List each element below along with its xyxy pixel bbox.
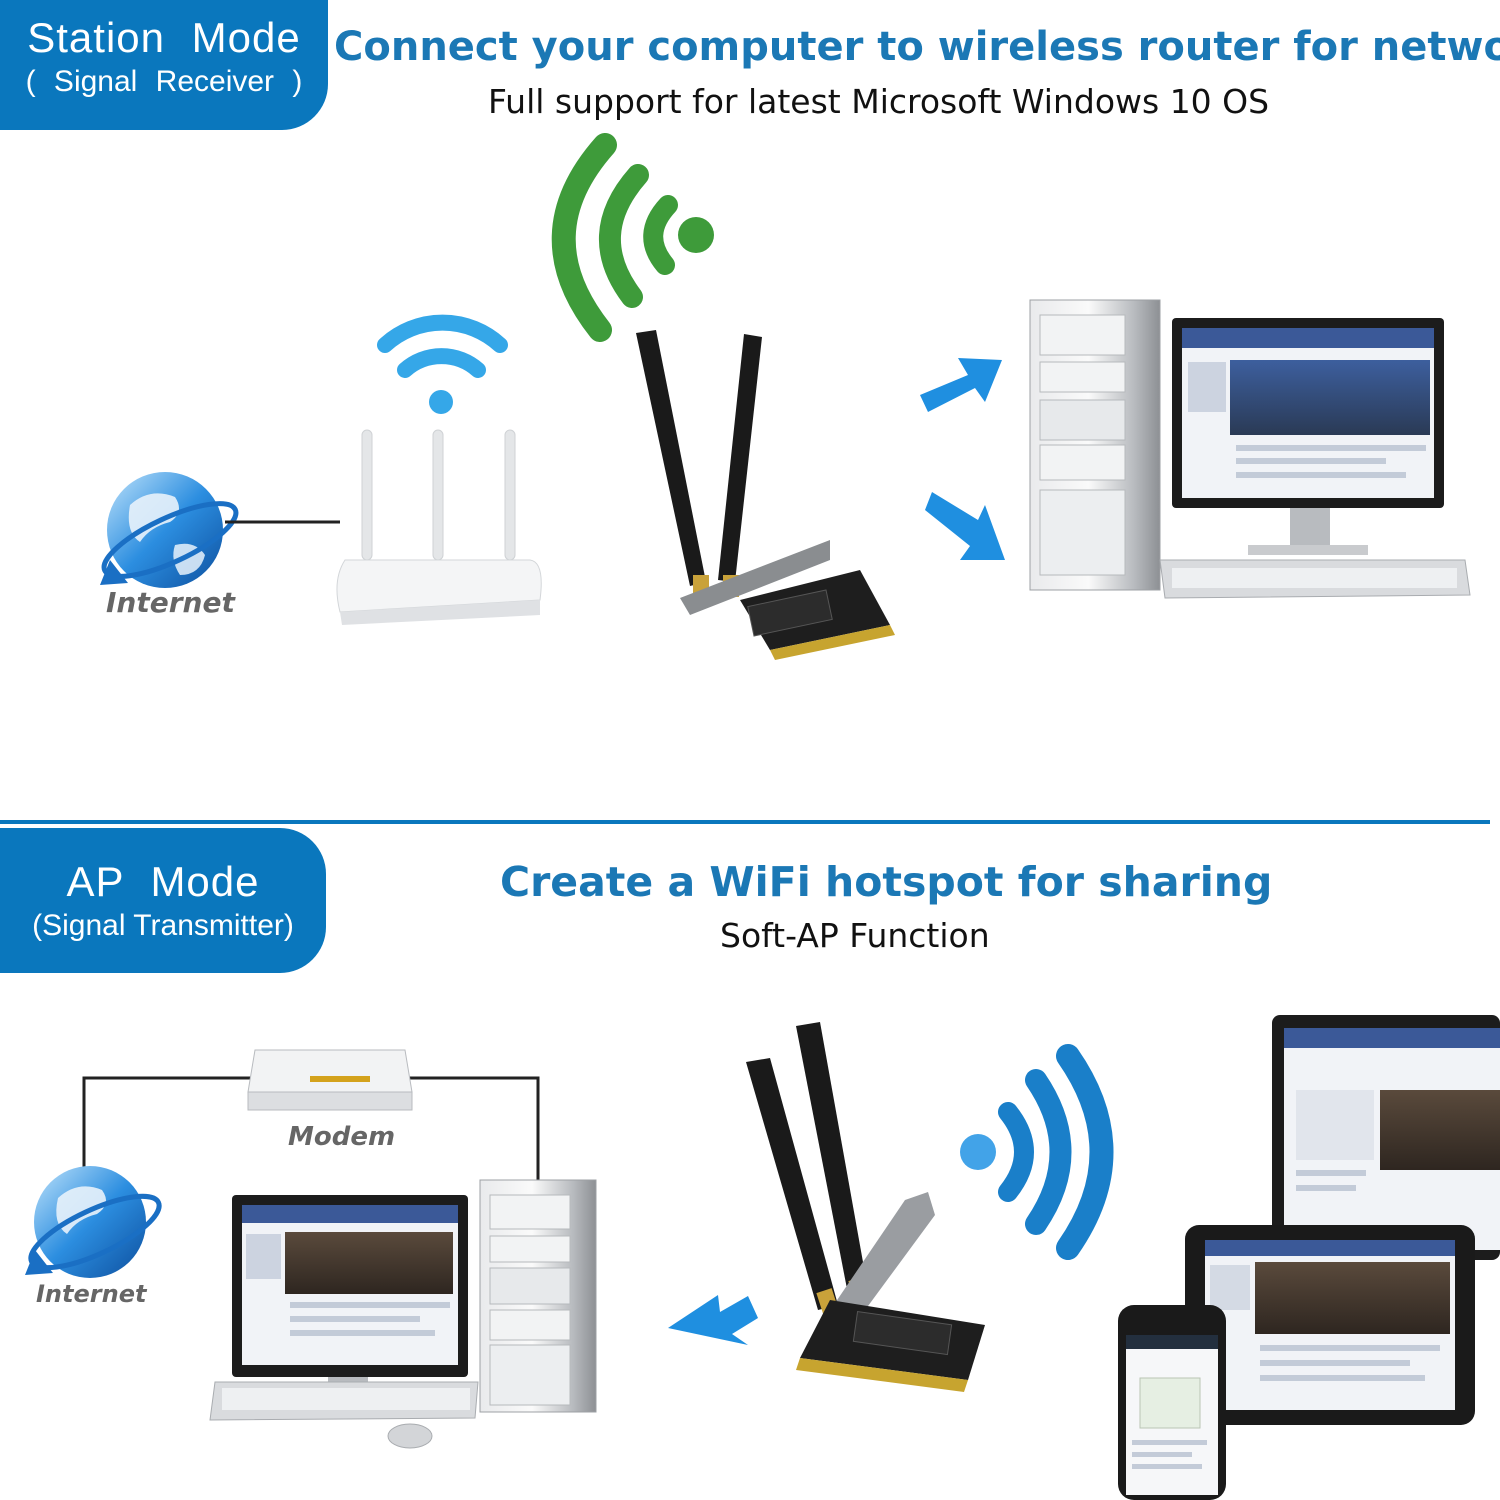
section-divider bbox=[0, 820, 1490, 824]
ap-mode-badge: AP Mode (Signal Transmitter) bbox=[0, 828, 326, 973]
modem bbox=[247, 1049, 413, 1111]
smartphone bbox=[1118, 1305, 1226, 1500]
station-mode-subtitle: ( Signal Receiver ) bbox=[25, 65, 303, 98]
globe-icon bbox=[100, 472, 239, 588]
arrow-icon bbox=[920, 358, 1002, 412]
internet-label: Internet bbox=[36, 1280, 147, 1308]
wifi-signal-icon bbox=[377, 314, 508, 414]
desktop-computer bbox=[1029, 299, 1471, 599]
station-headline: Connect your computer to wireless router… bbox=[334, 24, 1500, 70]
station-subline: Full support for latest Microsoft Window… bbox=[488, 82, 1270, 121]
ap-mode-subtitle: (Signal Transmitter) bbox=[32, 909, 294, 942]
globe-icon bbox=[25, 1166, 162, 1278]
station-diagram bbox=[100, 133, 1471, 660]
ap-mode-title: AP Mode bbox=[66, 858, 260, 905]
station-mode-title: Station Mode bbox=[27, 14, 301, 61]
ap-headline: Create a WiFi hotspot for sharing bbox=[500, 858, 1273, 906]
router bbox=[336, 429, 542, 625]
wifi-signal-icon bbox=[960, 1044, 1114, 1260]
arrow-icon bbox=[668, 1295, 758, 1345]
desktop-computer bbox=[209, 1179, 597, 1449]
laptop bbox=[1272, 1015, 1500, 1260]
internet-label: Internet bbox=[106, 586, 235, 619]
ap-diagram bbox=[25, 1015, 1500, 1500]
pcie-wifi-card bbox=[746, 1022, 985, 1392]
ap-mode-section: AP Mode (Signal Transmitter) Create a Wi… bbox=[0, 820, 1500, 1500]
station-mode-section: Station Mode ( Signal Receiver ) Connect… bbox=[0, 0, 1500, 660]
arrow-icon bbox=[925, 492, 1005, 560]
tablet bbox=[1185, 1225, 1475, 1425]
modem-label: Modem bbox=[288, 1122, 396, 1152]
ap-subline: Soft-AP Function bbox=[720, 916, 990, 955]
pcie-wifi-card bbox=[636, 330, 895, 660]
station-mode-badge: Station Mode ( Signal Receiver ) bbox=[0, 0, 328, 130]
wifi-signal-icon bbox=[551, 133, 714, 342]
